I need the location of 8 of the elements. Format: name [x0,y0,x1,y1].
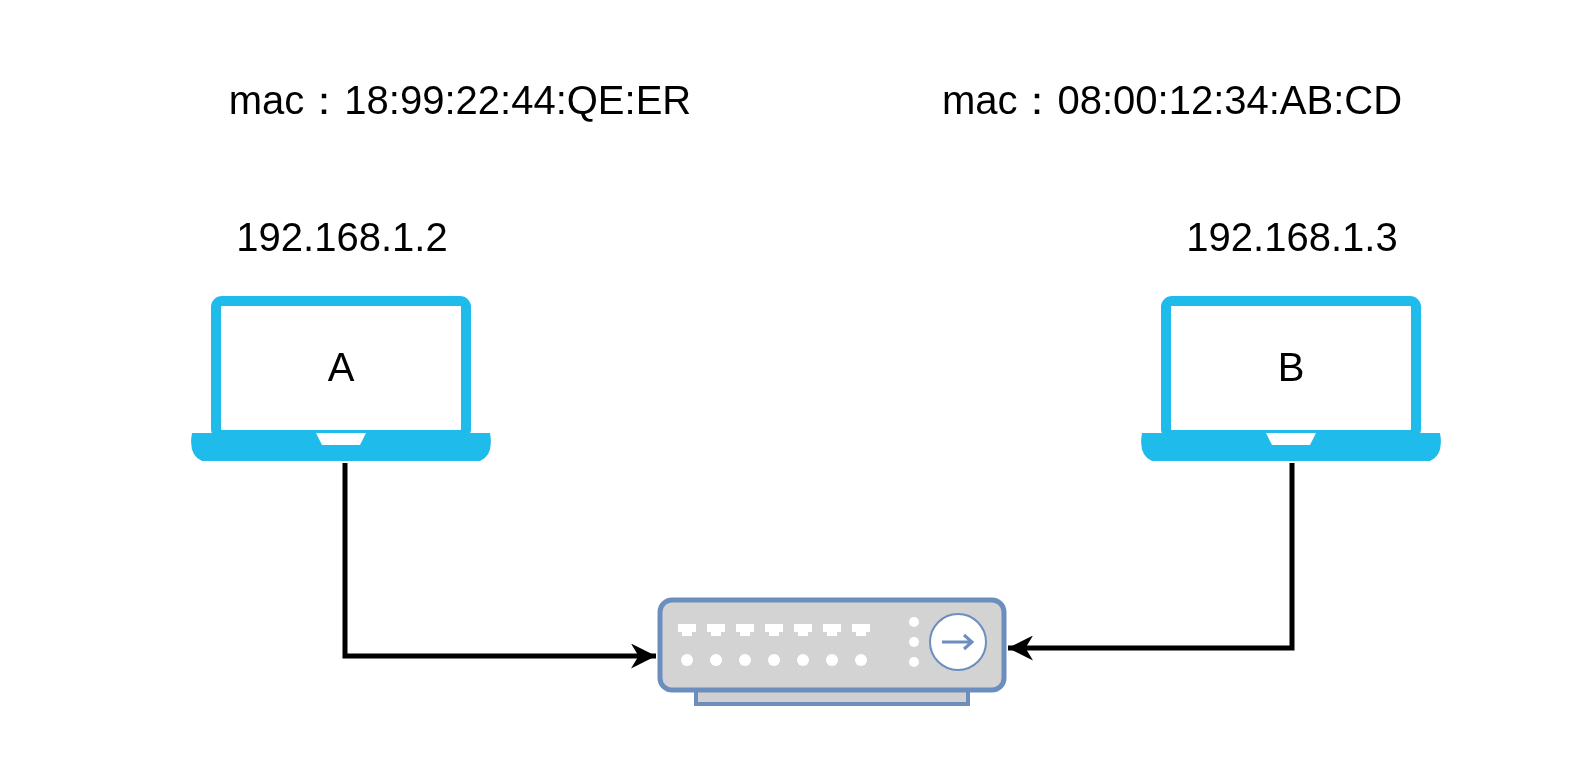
arrow [1008,463,1295,661]
arrow [342,463,656,669]
computer-label: B [1277,344,1305,390]
ip-address-label: 192.168.1.3 [1186,214,1398,260]
ip-address-label: 192.168.1.2 [236,214,448,260]
computer-label: A [327,344,355,390]
mac-address-label: mac：18:99:22:44:QE:ER [228,76,692,124]
mac-address-label: mac：08:00:12:34:AB:CD [941,76,1403,124]
